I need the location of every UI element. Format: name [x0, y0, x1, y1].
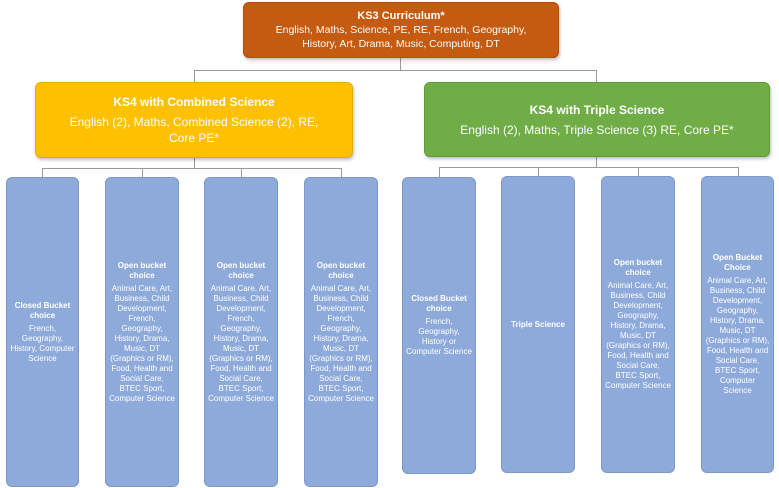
ks3-subjects-line1: English, Maths, Science, PE, RE, French,… [275, 24, 527, 36]
option-column-subjects: Animal Care, Art, Business, Child Develo… [605, 281, 671, 390]
option-column-title: Open bucket choice [316, 260, 366, 280]
option-column-subjects: French, Geography, History, Computer Sci… [10, 323, 75, 363]
connector-col4 [341, 168, 342, 177]
ks4-triple-subjects: English (2), Maths, Triple Science (3) R… [460, 122, 734, 137]
connector-ks3-horizontal [194, 70, 597, 71]
connector-col8 [738, 167, 739, 176]
ks4-triple-science-box: KS4 with Triple Science English (2), Mat… [424, 82, 770, 157]
connector-triple-down [596, 157, 597, 167]
option-column-title: Triple Science [511, 319, 565, 329]
option-column-title: Closed Bucket choice [14, 300, 71, 320]
option-column-title: Open bucket choice [216, 260, 266, 280]
connector-col3 [241, 168, 242, 177]
ks4-combined-title: KS4 with Combined Science [113, 95, 275, 109]
option-column-title: Closed Bucket choice [411, 294, 467, 313]
option-column-4: Open bucket choice Animal Care, Art, Bus… [304, 177, 378, 487]
option-column-5: Closed Bucket choice French, Geography, … [402, 177, 476, 474]
connector-to-triple [596, 70, 597, 82]
connector-col2 [142, 168, 143, 177]
connector-col6 [538, 167, 539, 176]
ks4-combined-subjects-line1: English (2), Maths, Combined Science (2)… [69, 115, 319, 129]
connector-col7 [638, 167, 639, 176]
ks4-combined-subjects-line2: Core PE* [168, 131, 220, 145]
option-column-3: Open bucket choice Animal Care, Art, Bus… [204, 177, 278, 487]
option-column-1: Closed Bucket choice French, Geography, … [6, 177, 79, 487]
connector-ks3-down [400, 58, 401, 70]
option-column-title: Open bucket choice [613, 258, 663, 277]
ks3-subjects-line2: History, Art, Drama, Music, Computing, D… [302, 38, 500, 50]
ks4-combined-science-box: KS4 with Combined Science English (2), M… [35, 82, 353, 158]
option-column-subjects: Animal Care, Art, Business, Child Develo… [705, 276, 770, 395]
option-column-subjects: Animal Care, Art, Business, Child Develo… [208, 283, 274, 403]
connector-col5 [439, 167, 440, 177]
option-column-subjects: Animal Care, Art, Business, Child Develo… [109, 283, 175, 403]
ks3-curriculum-box: KS3 Curriculum* English, Maths, Science,… [243, 2, 559, 58]
option-column-7: Open bucket choice Animal Care, Art, Bus… [601, 176, 675, 473]
option-column-subjects: French, Geography, History or Computer S… [406, 317, 472, 356]
option-column-subjects: Animal Care, Art, Business, Child Develo… [308, 283, 374, 403]
option-column-8: Open Bucket Choice Animal Care, Art, Bus… [701, 176, 774, 473]
option-column-6: Triple Science [501, 176, 575, 473]
connector-to-combined [194, 70, 195, 82]
connector-combined-horizontal [42, 168, 342, 169]
connector-col1 [42, 168, 43, 177]
option-column-title: Open Bucket Choice [712, 253, 763, 272]
option-column-2: Open bucket choice Animal Care, Art, Bus… [105, 177, 179, 487]
connector-combined-down [194, 158, 195, 168]
ks3-title: KS3 Curriculum* [357, 10, 445, 22]
option-column-title: Open bucket choice [117, 260, 167, 280]
ks4-triple-title: KS4 with Triple Science [529, 102, 665, 117]
connector-triple-horizontal [439, 167, 739, 168]
